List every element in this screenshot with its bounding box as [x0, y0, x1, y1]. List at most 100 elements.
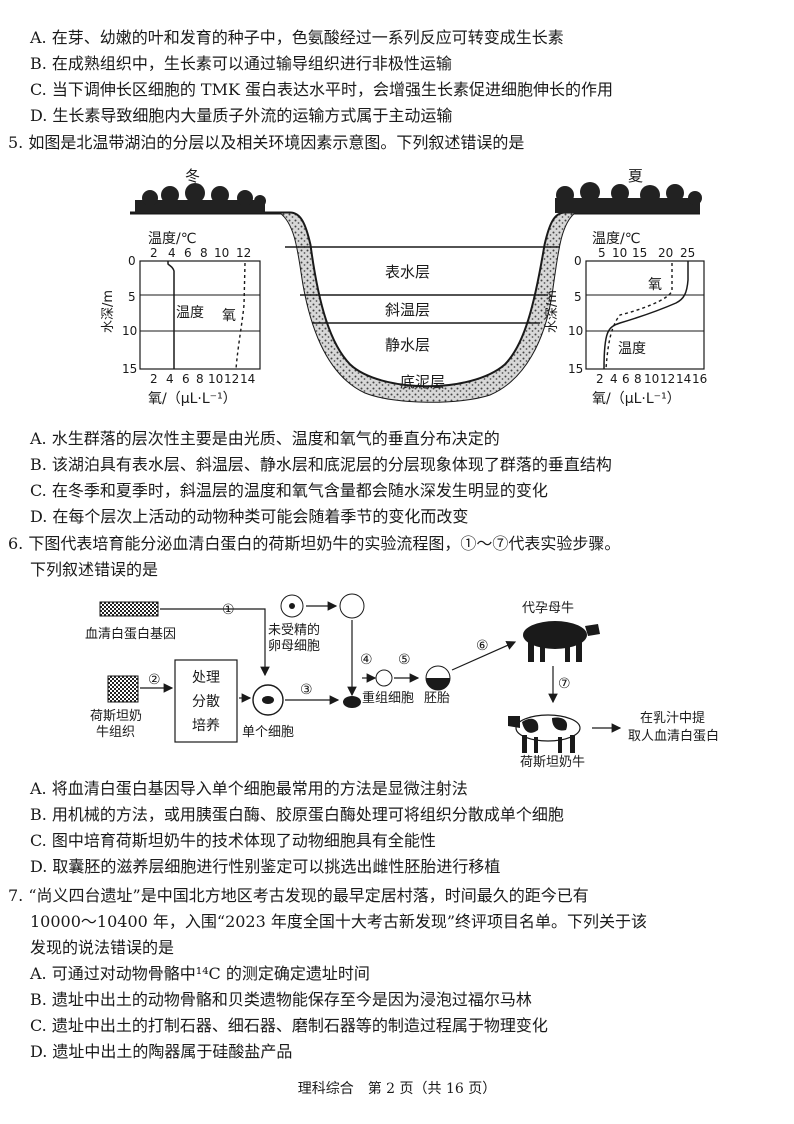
page-footer: 理科综合 第 2 页（共 16 页） [297, 1081, 497, 1097]
q4-option-c: C. 当下调伸长区细胞的 TMK 蛋白表达水平时，会增强生长素促进细胞伸长的作用 [30, 80, 614, 99]
winter-chart: 温度/℃ 2 4 6 8 10 12 0 5 10 15 水深/m 温度 氧 2… [101, 231, 261, 407]
svg-text:取人血清白蛋白: 取人血清白蛋白 [628, 728, 719, 744]
svg-text:温度: 温度 [618, 341, 646, 357]
svg-text:⑥: ⑥ [476, 638, 489, 654]
gene-label: 血清白蛋白基因 [85, 626, 176, 642]
winter-vegetation [135, 183, 266, 213]
q5-stem: 5. 如图是北温带湖泊的分层以及相关环境因素示意图。下列叙述错误的是 [8, 133, 525, 152]
q6-option-c: C. 图中培育荷斯坦奶牛的技术体现了动物细胞具有全能性 [30, 831, 436, 850]
svg-text:15: 15 [122, 362, 137, 376]
q6-option-d: D. 取囊胚的滋养层细胞进行性别鉴定可以挑选出雌性胚胎进行移植 [30, 857, 501, 876]
svg-text:氧/（μL·L⁻¹）: 氧/（μL·L⁻¹） [148, 391, 237, 407]
svg-text:6: 6 [622, 372, 630, 386]
svg-text:荷斯坦奶牛: 荷斯坦奶牛 [520, 755, 585, 770]
q7-stem-2: 10000～10400 年，入围“2023 年度全国十大考古新发现”终评项目名单… [30, 912, 648, 931]
svg-text:15: 15 [632, 246, 647, 260]
layer-thermocline: 斜温层 [385, 301, 430, 319]
svg-text:2: 2 [150, 372, 158, 386]
svg-text:温度/℃: 温度/℃ [148, 231, 196, 247]
svg-text:12: 12 [224, 372, 239, 386]
svg-text:6: 6 [184, 246, 192, 260]
svg-text:重组细胞: 重组细胞 [362, 690, 414, 706]
svg-text:荷斯坦奶: 荷斯坦奶 [90, 709, 142, 724]
svg-text:培养: 培养 [192, 718, 220, 734]
svg-text:0: 0 [128, 254, 136, 268]
svg-text:25: 25 [680, 246, 695, 260]
q7-option-b: B. 遗址中出土的动物骨骼和贝类遗物能保存至今是因为浸泡过福尔马林 [30, 990, 532, 1009]
q5-lake-figure: 冬 夏 表水层 斜温层 静水层 底泥层 温度/℃ 2 4 6 8 10 12 0… [101, 167, 707, 407]
q6-option-a: A. 将血清白蛋白基因导入单个细胞最常用的方法是显微注射法 [30, 779, 468, 798]
q4-option-b: B. 在成熟组织中，生长素可以通过输导组织进行非极性运输 [30, 54, 452, 73]
svg-text:0: 0 [574, 254, 582, 268]
tissue-icon [107, 675, 139, 703]
surrogate-cow-icon [523, 621, 600, 662]
svg-text:4: 4 [168, 246, 176, 260]
q6-stem: 6. 下图代表培育能分泌血清白蛋白的荷斯坦奶牛的实验流程图，①～⑦代表实验步骤。 [8, 534, 621, 553]
svg-text:⑤: ⑤ [398, 652, 411, 668]
svg-text:20: 20 [658, 246, 673, 260]
svg-text:14: 14 [240, 372, 255, 386]
svg-text:8: 8 [196, 372, 204, 386]
svg-text:氧: 氧 [648, 277, 662, 293]
q6-option-b: B. 用机械的方法，或用胰蛋白酶、胶原蛋白酶处理可将组织分散成单个细胞 [30, 805, 564, 824]
svg-text:代孕母牛: 代孕母牛 [522, 601, 574, 616]
svg-text:氧: 氧 [222, 308, 236, 324]
svg-text:温度/℃: 温度/℃ [592, 231, 640, 247]
svg-text:⑦: ⑦ [558, 676, 571, 692]
winter-label: 冬 [185, 167, 200, 185]
q4-option-d: D. 生长素导致细胞内大量质子外流的运输方式属于主动运输 [30, 106, 453, 125]
q7-stem-1: 7. “尚义四台遗址”是中国北方地区考古发现的最早定居村落，时间最久的距今已有 [8, 886, 589, 905]
q6-stem-2: 下列叙述错误的是 [30, 560, 159, 579]
svg-text:单个细胞: 单个细胞 [242, 725, 294, 740]
svg-text:4: 4 [610, 372, 618, 386]
svg-text:2: 2 [150, 246, 158, 260]
holstein-cow-icon [508, 714, 581, 753]
svg-text:8: 8 [634, 372, 642, 386]
svg-text:16: 16 [692, 372, 707, 386]
svg-text:牛组织: 牛组织 [96, 725, 135, 740]
svg-text:卵母细胞: 卵母细胞 [268, 639, 320, 654]
summer-vegetation [555, 182, 702, 213]
svg-text:10: 10 [612, 246, 627, 260]
q7-option-a: A. 可通过对动物骨骼中¹⁴C 的测定确定遗址时间 [30, 964, 370, 983]
layer-epilimnion: 表水层 [385, 263, 430, 281]
svg-text:6: 6 [182, 372, 190, 386]
svg-text:8: 8 [200, 246, 208, 260]
q7-stem-3: 发现的说法错误的是 [30, 938, 175, 957]
svg-text:15: 15 [568, 362, 583, 376]
recombined-cell-icon [343, 696, 361, 708]
svg-text:氧/（μL·L⁻¹）: 氧/（μL·L⁻¹） [592, 391, 681, 407]
svg-text:温度: 温度 [176, 305, 204, 321]
svg-text:②: ② [148, 672, 161, 688]
svg-text:10: 10 [122, 324, 137, 338]
q5-option-a: A. 水生群落的层次性主要是由光质、温度和氧气的垂直分布决定的 [30, 429, 500, 448]
svg-text:③: ③ [300, 682, 313, 698]
svg-text:水深/m: 水深/m [545, 290, 560, 333]
svg-text:在乳汁中提: 在乳汁中提 [640, 710, 705, 726]
svg-text:10: 10 [568, 324, 583, 338]
svg-text:未受精的: 未受精的 [268, 622, 320, 638]
process-box [174, 659, 238, 743]
summer-chart: 温度/℃ 5 10 15 20 25 0 5 10 15 水深/m 氧 温度 2… [545, 231, 707, 407]
q6-flow-figure: 血清白蛋白基因 ① 未受精的 卵母细胞 荷斯坦奶 牛组织 ② 处理 分散 培养 … [85, 593, 719, 770]
svg-text:处理: 处理 [192, 670, 220, 686]
svg-text:10: 10 [214, 246, 229, 260]
svg-text:胚胎: 胚胎 [424, 691, 450, 706]
svg-text:14: 14 [676, 372, 691, 386]
layer-sediment: 底泥层 [400, 373, 445, 391]
q4-option-a: A. 在芽、幼嫩的叶和发育的种子中，色氨酸经过一系列反应可转变成生长素 [30, 28, 564, 47]
svg-text:④: ④ [360, 652, 373, 668]
q5-option-d: D. 在每个层次上活动的动物种类可能会随着季节的变化而改变 [30, 507, 469, 526]
summer-label: 夏 [628, 167, 643, 185]
svg-text:水深/m: 水深/m [101, 290, 116, 333]
svg-text:4: 4 [166, 372, 174, 386]
svg-text:10: 10 [644, 372, 659, 386]
gene-icon [99, 601, 159, 617]
svg-text:2: 2 [596, 372, 604, 386]
q5-option-c: C. 在冬季和夏季时，斜温层的温度和氧气含量都会随水深发生明显的变化 [30, 481, 548, 500]
svg-text:分散: 分散 [192, 694, 220, 710]
enucleated-egg-icon [339, 593, 365, 619]
q7-option-d: D. 遗址中出土的陶器属于硅酸盐产品 [30, 1042, 293, 1061]
svg-text:①: ① [222, 602, 235, 618]
svg-text:5: 5 [128, 290, 136, 304]
